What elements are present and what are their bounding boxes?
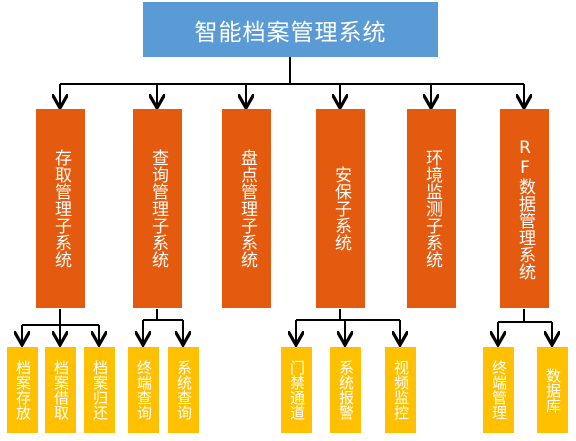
leaf-access-gate: 门禁通道: [281, 347, 312, 433]
leaf-system-alarm: 系统报警: [330, 347, 361, 433]
subsystem-environment: 环境监测子系统: [407, 109, 456, 308]
leaf-archive-store: 档案存放: [7, 347, 38, 433]
leaf-system-query: 系统查询: [168, 347, 199, 433]
subsystem-access: 存取管理子系统: [36, 109, 85, 308]
subsystem-label: 盘点管理子系统: [237, 149, 257, 268]
subsystem-security: 安保子系统: [316, 109, 365, 308]
root-node: 智能档案管理系统: [143, 2, 438, 57]
subsystem-label: 查询管理子系统: [148, 149, 168, 268]
leaf-label: 终端管理: [490, 360, 508, 420]
subsystem-label: 安保子系统: [331, 166, 351, 251]
leaf-label: 系统报警: [337, 360, 355, 420]
subsystem-label: 环境监测子系统: [422, 149, 442, 268]
leaf-label: 档案借取: [52, 360, 70, 420]
leaf-archive-return: 档案归还: [84, 347, 115, 433]
leaf-label: 档案归还: [91, 360, 109, 420]
leaf-database: 数据库: [537, 347, 568, 433]
leaf-label: 档案存放: [14, 360, 32, 420]
root-label: 智能档案管理系统: [194, 19, 387, 46]
leaf-terminal-query: 终端查询: [128, 347, 159, 433]
leaf-label: 数据库: [544, 367, 562, 413]
subsystem-rf-data: RF数据管理系统: [500, 109, 549, 308]
subsystem-label: RF数据管理系统: [515, 137, 535, 280]
subsystem-query: 查询管理子系统: [133, 109, 182, 308]
leaf-label: 终端查询: [135, 360, 153, 420]
subsystem-inventory: 盘点管理子系统: [222, 109, 271, 308]
leaf-terminal-manage: 终端管理: [483, 347, 514, 433]
leaf-archive-borrow: 档案借取: [45, 347, 76, 433]
subsystem-label: 存取管理子系统: [51, 149, 71, 268]
leaf-label: 视频监控: [392, 360, 410, 420]
leaf-label: 系统查询: [175, 360, 193, 420]
leaf-label: 门禁通道: [288, 360, 306, 420]
leaf-video-monitor: 视频监控: [385, 347, 416, 433]
